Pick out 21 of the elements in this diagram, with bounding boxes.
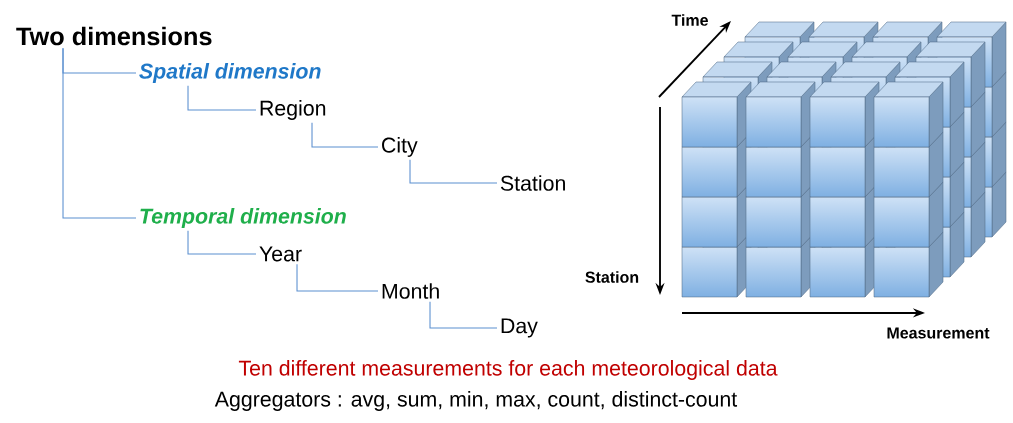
connector-line: [429, 301, 498, 329]
note-text: Aggregators : avg, sum, min, max, count, distinct-count: [214, 391, 738, 411]
connector-line: [187, 85, 257, 111]
tree-label: Day: [501, 318, 538, 338]
tree-label: Temporal dimension: [140, 208, 346, 228]
connector-line: [187, 230, 257, 255]
tree-label: Station: [500, 175, 565, 191]
note-text: Ten different measurements for each meteorological data: [238, 360, 778, 380]
connector-line: [62, 47, 137, 219]
tree-label: Region: [260, 100, 326, 120]
connector-line: [409, 159, 498, 184]
tree-label: City: [382, 137, 418, 157]
connector-line: [311, 122, 379, 148]
tree-label: Spatial dimension: [139, 63, 321, 83]
tree-label: Two dimensions: [16, 26, 212, 46]
connector-line: [296, 263, 379, 292]
axis-label: Time: [671, 14, 708, 26]
axis-label: Station: [585, 271, 639, 283]
tree-label: Year: [259, 246, 302, 262]
axis-label: Measurement: [887, 327, 990, 339]
tree-label: Month: [382, 283, 439, 299]
